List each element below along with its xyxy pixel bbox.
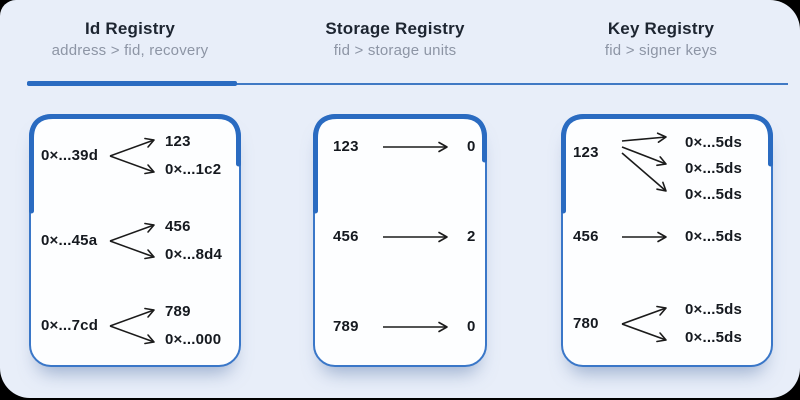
arrow-icon (383, 231, 448, 243)
recovery-label: 0×...1c2 (165, 161, 222, 178)
mapping-group: 0×...45a 456 0×...8d4 (41, 213, 222, 269)
signer-key-label: 0×...5ds (685, 228, 743, 245)
fid-label: 123 (573, 144, 599, 161)
header-storage-registry: Storage Registry fid > storage units (285, 19, 505, 59)
fan-arrows-icon (621, 305, 667, 343)
fan-arrows-icon (109, 137, 155, 175)
recovery-label: 0×...000 (165, 331, 222, 348)
fid-label: 456 (165, 218, 191, 235)
address-label: 0×...7cd (41, 317, 99, 334)
fan-arrows-icon (621, 132, 667, 192)
storage-units-label: 0 (467, 138, 476, 155)
key-registry-card: 123 0×...5ds 0×...5ds 0×...5ds 456 0×...… (561, 114, 773, 367)
signer-key-label: 0×...5ds (685, 301, 743, 318)
mapping-group: 0×...39d 123 0×...1c2 (41, 128, 221, 184)
mapping-row: 456 0×...5ds (573, 224, 742, 250)
fan-arrows-icon (109, 222, 155, 260)
signer-key-label: 0×...5ds (685, 329, 743, 346)
mapping-row: 789 0 (333, 314, 476, 340)
registry-title: Id Registry (84, 19, 176, 38)
signer-key-label: 0×...5ds (685, 134, 743, 151)
mapping-group: 123 0×...5ds 0×...5ds 0×...5ds (573, 130, 742, 210)
id-registry-card: 0×...39d 123 0×...1c2 0×...45a 456 (29, 114, 241, 367)
fan-arrows-icon (109, 307, 155, 345)
fid-label: 456 (333, 228, 359, 245)
arrow-icon (622, 231, 667, 243)
section-divider-line (27, 83, 788, 85)
registry-subtitle: fid > storage units (333, 42, 457, 59)
fid-label: 123 (333, 138, 359, 155)
arrow-icon (383, 321, 448, 333)
storage-registry-card: 123 0 456 2 789 0 (313, 114, 487, 367)
storage-units-label: 0 (467, 318, 476, 335)
header-key-registry: Key Registry fid > signer keys (551, 19, 771, 59)
mapping-group: 0×...7cd 789 0×...000 (41, 298, 221, 354)
signer-key-label: 0×...5ds (685, 186, 743, 203)
fid-label: 780 (573, 315, 599, 332)
header-id-registry: Id Registry address > fid, recovery (20, 19, 240, 59)
fid-label: 123 (165, 133, 191, 150)
registry-title: Key Registry (607, 19, 715, 38)
storage-units-label: 2 (467, 228, 476, 245)
arrow-icon (383, 141, 448, 153)
recovery-label: 0×...8d4 (165, 246, 223, 263)
fid-label: 456 (573, 228, 599, 245)
mapping-row: 456 2 (333, 224, 476, 250)
address-label: 0×...39d (41, 147, 99, 164)
section-divider-accent (27, 81, 237, 86)
registry-title: Storage Registry (325, 19, 465, 38)
mapping-row: 123 0 (333, 134, 476, 160)
registry-subtitle: fid > signer keys (604, 42, 718, 59)
mapping-group: 780 0×...5ds 0×...5ds (573, 297, 742, 351)
signer-key-label: 0×...5ds (685, 160, 743, 177)
registry-subtitle: address > fid, recovery (51, 42, 209, 59)
fid-label: 789 (333, 318, 359, 335)
address-label: 0×...45a (41, 232, 98, 249)
fid-label: 789 (165, 303, 191, 320)
